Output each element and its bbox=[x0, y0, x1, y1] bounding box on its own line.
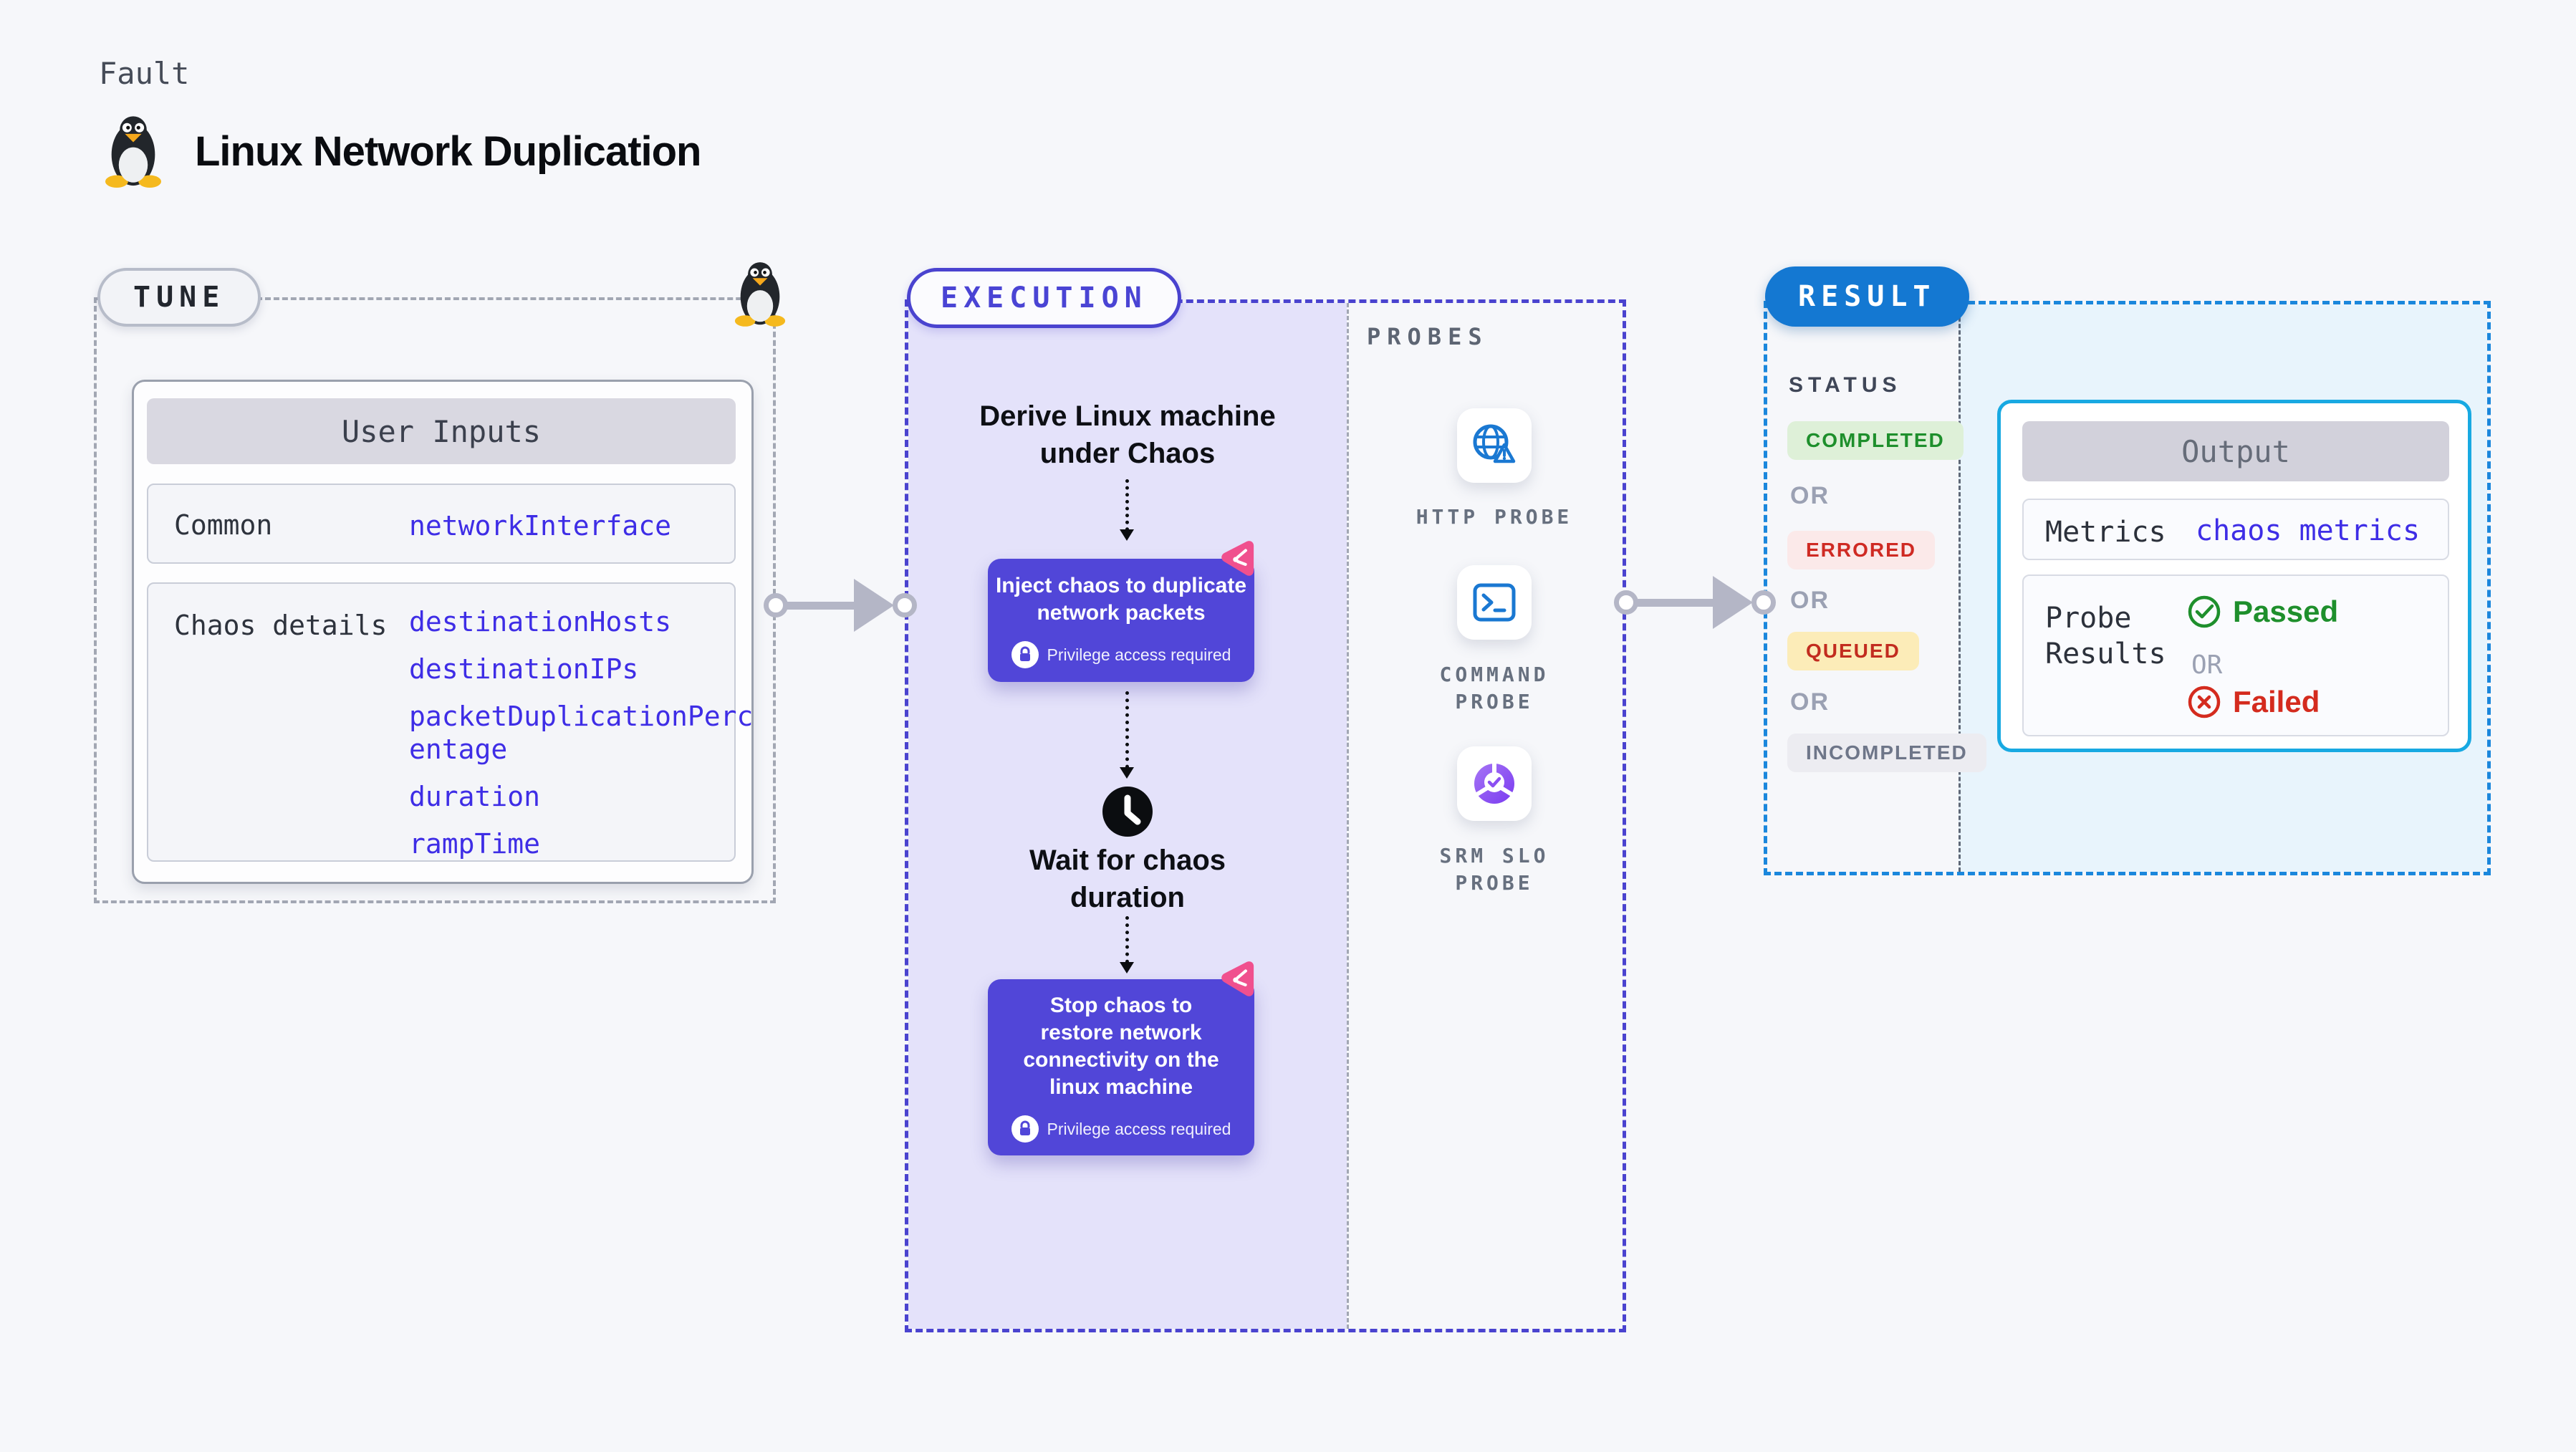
connector-arrow bbox=[1120, 691, 1134, 779]
execution-pill: EXECUTION bbox=[907, 268, 1181, 328]
chaos-details-row: Chaos details destinationHosts destinati… bbox=[147, 582, 753, 862]
privilege-row: Privilege access required bbox=[1011, 641, 1231, 668]
command-probe-label: COMMAND PROBE bbox=[1439, 663, 1549, 713]
common-row-value: networkInterface bbox=[409, 510, 672, 542]
or-label: OR bbox=[1790, 688, 1830, 716]
probe-results-label: Probe Results bbox=[2045, 602, 2166, 670]
common-row: Common networkInterface bbox=[147, 484, 736, 564]
stop-chaos-text: Stop chaos to restore network connectivi… bbox=[1023, 994, 1219, 1099]
linux-tux-icon bbox=[734, 262, 786, 327]
status-title: STATUS bbox=[1789, 373, 1902, 397]
slo-pie-check-icon bbox=[1474, 762, 1514, 804]
lock-icon bbox=[1011, 1115, 1039, 1143]
output-header: Output bbox=[2022, 421, 2449, 481]
privilege-label: Privilege access required bbox=[1047, 1119, 1231, 1138]
failed-line: Failed bbox=[2187, 685, 2320, 719]
chaos-param: packetDuplicationPercentage bbox=[409, 701, 754, 765]
probes-separator bbox=[1347, 303, 1349, 1329]
linux-tux-icon bbox=[105, 116, 161, 188]
http-probe-card bbox=[1457, 408, 1532, 483]
chaos-param: rampTime bbox=[409, 828, 541, 860]
privilege-row: Privilege access required bbox=[1011, 1115, 1231, 1143]
globe-alert-icon bbox=[1473, 424, 1516, 463]
chaos-details-values: destinationHosts destinationIPs packetDu… bbox=[409, 605, 764, 860]
check-circle-icon bbox=[2188, 595, 2221, 628]
chaos-experiment-icon bbox=[1221, 541, 1254, 576]
tune-pill: TUNE bbox=[97, 268, 261, 327]
terminal-icon bbox=[1473, 583, 1516, 622]
status-badge-completed: COMPLETED bbox=[1787, 421, 1964, 460]
result-pill: RESULT bbox=[1765, 266, 1969, 327]
status-badge-incompleted: INCOMPLETED bbox=[1787, 734, 1986, 772]
or-label: OR bbox=[1790, 482, 1830, 509]
probe-results-row: Probe Results Passed OR Failed bbox=[2022, 574, 2449, 736]
lock-icon bbox=[1011, 641, 1039, 668]
connector-arrow bbox=[1120, 916, 1134, 973]
step-derive: Derive Linux machine under Chaos bbox=[979, 400, 1276, 469]
metrics-value: chaos metrics bbox=[2196, 514, 2421, 547]
chaos-details-row-label: Chaos details bbox=[174, 610, 388, 641]
chaos-param: duration bbox=[409, 781, 541, 812]
inject-chaos-node: Inject chaos to duplicate network packet… bbox=[988, 559, 1254, 682]
inject-chaos-text: Inject chaos to duplicate network packet… bbox=[995, 574, 1247, 625]
failed-label: Failed bbox=[2233, 685, 2320, 718]
http-probe-label: HTTP PROBE bbox=[1416, 505, 1573, 529]
privilege-label: Privilege access required bbox=[1047, 645, 1231, 664]
srm-slo-probe-label: SRM SLO PROBE bbox=[1439, 844, 1549, 895]
command-probe-card bbox=[1457, 565, 1532, 640]
passed-line: Passed bbox=[2187, 595, 2338, 629]
x-circle-icon bbox=[2188, 686, 2221, 718]
user-inputs-card: User Inputs Common networkInterface Chao… bbox=[132, 380, 754, 884]
status-badge-queued: QUEUED bbox=[1787, 632, 1919, 670]
result-separator bbox=[1959, 304, 1961, 872]
chaos-param: destinationIPs bbox=[409, 653, 639, 685]
result-region: STATUS COMPLETED OR ERRORED OR QUEUED OR… bbox=[1764, 301, 2491, 875]
execution-region: PROBES Derive Linux machine under Chaos … bbox=[905, 299, 1626, 1332]
or-label: OR bbox=[1790, 587, 1830, 614]
flow-arrow-tune-to-execution bbox=[764, 579, 917, 632]
output-card: Output Metrics chaos metrics Probe Resul… bbox=[1997, 400, 2471, 752]
stop-chaos-node: Stop chaos to restore network connectivi… bbox=[988, 979, 1254, 1155]
tune-region: User Inputs Common networkInterface Chao… bbox=[94, 297, 776, 903]
metrics-label: Metrics bbox=[2045, 516, 2166, 549]
connector-arrow bbox=[1120, 479, 1134, 541]
metrics-row: Metrics chaos metrics bbox=[2022, 499, 2449, 560]
srm-slo-probe-card bbox=[1457, 746, 1532, 821]
flow-arrow-execution-to-result bbox=[1614, 576, 1776, 629]
page-title: Linux Network Duplication bbox=[195, 128, 701, 175]
common-row-label: Common bbox=[174, 509, 273, 541]
chaos-experiment-icon bbox=[1221, 961, 1254, 996]
chaos-param: destinationHosts bbox=[409, 606, 672, 638]
or-label: OR bbox=[2191, 650, 2223, 680]
clock-icon bbox=[1102, 787, 1153, 837]
status-badge-errored: ERRORED bbox=[1787, 531, 1936, 569]
probes-title: PROBES bbox=[1367, 323, 1489, 350]
passed-label: Passed bbox=[2233, 595, 2339, 628]
step-wait: Wait for chaos duration bbox=[1029, 845, 1226, 913]
user-inputs-header: User Inputs bbox=[147, 398, 736, 464]
fault-kicker: Fault bbox=[99, 56, 190, 91]
